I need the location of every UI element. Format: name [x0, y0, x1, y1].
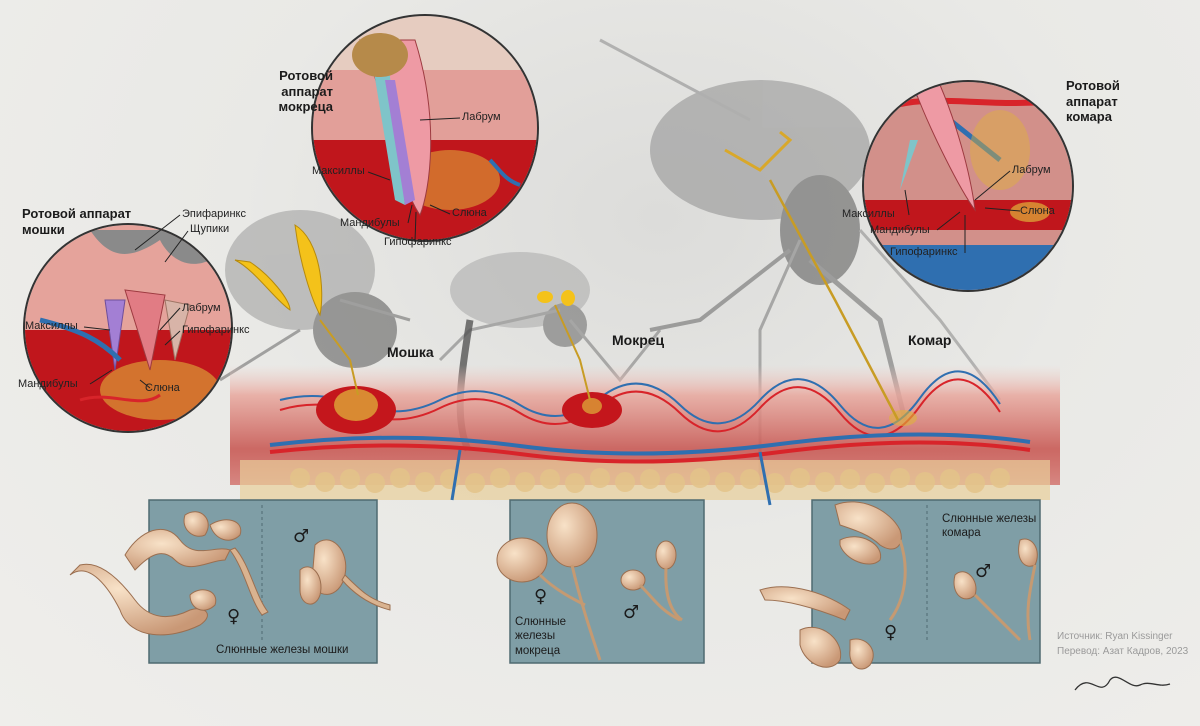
glands-blackfly	[69, 511, 391, 636]
female-symbol-midge: ♀	[534, 586, 548, 607]
label-saliva-midge: Слюна	[452, 207, 487, 219]
signature	[1074, 676, 1171, 691]
glands-mosquito	[759, 501, 1038, 670]
insect-label-blackfly: Мошка	[387, 344, 434, 360]
skin-cross-section	[230, 365, 1060, 506]
female-symbol-blackfly: ♀	[227, 606, 241, 627]
label-saliva-blackfly: Слюна	[145, 382, 180, 394]
inset-mosquito	[862, 80, 1074, 292]
credit-source: Источник: Ryan Kissinger	[1057, 631, 1173, 642]
male-symbol-mosquito: ♂	[975, 561, 992, 582]
insect-label-mosquito: Комар	[908, 332, 952, 348]
insect-label-midge: Мокрец	[612, 332, 665, 348]
label-labrum-midge: Лабрум	[462, 111, 501, 123]
inset-midge	[311, 14, 539, 242]
label-palps: Щупики	[190, 223, 230, 235]
label-hypopharynx-blackfly: Гипофаринкс	[182, 324, 250, 336]
label-epipharynx: Эпифаринкс	[182, 208, 246, 220]
label-hypopharynx-midge: Гипофаринкс	[384, 236, 452, 248]
inset-title-blackfly: Ротовой аппарат мошки	[22, 206, 132, 237]
label-mandibles-mosquito: Мандибулы	[870, 224, 930, 236]
male-symbol-blackfly: ♂	[293, 526, 310, 547]
label-mandibles-blackfly: Мандибулы	[18, 378, 78, 390]
leader-lines	[83, 117, 1021, 389]
label-maxillae-blackfly: Максиллы	[25, 320, 78, 332]
credit-translation: Перевод: Азат Кадров, 2023	[1057, 646, 1189, 657]
glands-midge	[496, 502, 683, 661]
male-symbol-midge: ♂	[623, 602, 640, 623]
insect-palps	[234, 130, 900, 421]
label-maxillae-midge: Максиллы	[312, 165, 365, 177]
inset-title-midge: Ротовой аппарат мокреца	[278, 68, 333, 115]
gland-panels	[148, 499, 1041, 664]
caption-mosquito-glands: Слюнные железы комара	[942, 513, 1037, 540]
label-hypopharynx-mosquito: Гипофаринкс	[890, 246, 958, 258]
caption-midge-glands: Слюнные железы мокреца	[515, 616, 567, 657]
credits: Источник: Ryan Kissinger Перевод: Азат К…	[1057, 629, 1188, 659]
label-labrum-blackfly: Лабрум	[182, 302, 221, 314]
label-mandibles-midge: Мандибулы	[340, 217, 400, 229]
label-saliva-mosquito: Слюна	[1020, 205, 1055, 217]
caption-blackfly-glands: Слюнные железы мошки	[216, 644, 349, 656]
female-symbol-mosquito: ♀	[884, 622, 898, 643]
label-labrum-mosquito: Лабрум	[1012, 164, 1051, 176]
inset-title-mosquito: Ротовой аппарат комара	[1066, 78, 1120, 125]
label-maxillae-mosquito: Максиллы	[842, 208, 895, 220]
